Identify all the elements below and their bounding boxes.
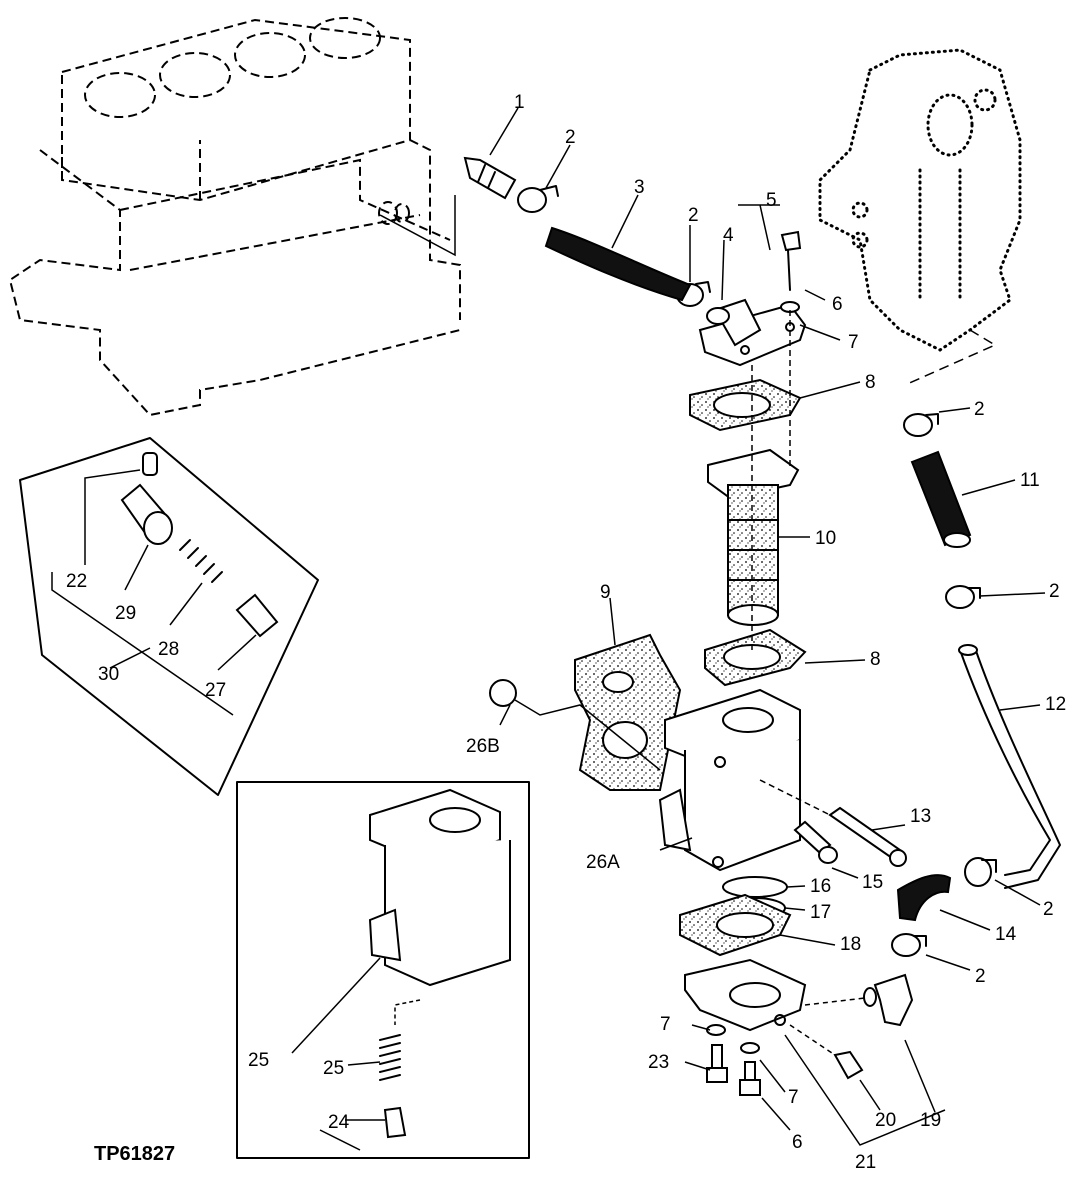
- callout-15: 15: [862, 872, 883, 893]
- valve-sleeve-30[interactable]: [120, 483, 173, 545]
- callout-2b: 2: [688, 205, 699, 226]
- callout-2c: 2: [974, 399, 985, 420]
- callout-13: 13: [910, 806, 931, 827]
- callout-8a: 8: [865, 372, 876, 393]
- callout-26A: 25: [248, 1050, 269, 1071]
- callout-7a: 7: [848, 332, 859, 353]
- callout-25: 25: [323, 1058, 344, 1079]
- callout-23: 23: [648, 1052, 669, 1073]
- callout-28: 27: [205, 680, 226, 701]
- plug-28[interactable]: [235, 593, 279, 638]
- seal-16[interactable]: [722, 876, 788, 898]
- hose-clamp-2d[interactable]: [945, 585, 981, 609]
- cap-screw-23[interactable]: [706, 1044, 728, 1083]
- callout-31: 30: [98, 664, 119, 685]
- spring-25[interactable]: [379, 1034, 401, 1081]
- callout-18: 18: [840, 934, 861, 955]
- callout-19: 19: [920, 1110, 941, 1131]
- callout-16: 16: [810, 876, 831, 897]
- callout-30: 29: [115, 603, 136, 624]
- hose-clamp-2a[interactable]: [517, 185, 559, 213]
- callout-11: 11: [1020, 470, 1040, 491]
- callout-4: 4: [723, 225, 734, 246]
- thermostat-10[interactable]: [707, 448, 800, 626]
- callout-10: 10: [815, 528, 836, 549]
- plug-20[interactable]: [789, 1024, 864, 1080]
- callout-5: 5: [766, 190, 777, 211]
- thermostat-housing-26B[interactable]: [658, 688, 801, 872]
- washer-7c[interactable]: [740, 1042, 760, 1054]
- washer-7b[interactable]: [706, 1024, 726, 1036]
- callout-20: 20: [875, 1110, 896, 1131]
- tube-12[interactable]: [958, 644, 1061, 889]
- figure-id: TP61827: [94, 1143, 175, 1165]
- elbow-cover-21[interactable]: [684, 958, 807, 1032]
- cap-screw-13[interactable]: [759, 779, 907, 867]
- hose-3[interactable]: [544, 226, 692, 302]
- timing-gear-housing-phantom: [818, 48, 1022, 386]
- callout-26B: 26A: [586, 852, 620, 873]
- cap-screw-15[interactable]: [793, 820, 838, 864]
- callout-labels: 1 2 3 2 4 5 6 7 8 2 11 10 2 9 8 12 26B 1…: [66, 92, 1066, 1173]
- callout-2d: 2: [1049, 581, 1060, 602]
- engine-block-phantom: [8, 17, 461, 417]
- callout-21: 21: [855, 1152, 876, 1173]
- callout-24: 24: [328, 1112, 350, 1133]
- cap-screw-6b[interactable]: [739, 1061, 761, 1096]
- elbow-19[interactable]: [804, 973, 914, 1027]
- inset-31-box: [19, 437, 319, 796]
- callout-7b: 7: [660, 1014, 671, 1035]
- callout-7c: 7: [788, 1087, 799, 1108]
- callout-14: 14: [995, 924, 1017, 945]
- callout-3: 3: [634, 177, 645, 198]
- gasket-18[interactable]: [679, 893, 792, 957]
- callout-2f: 2: [975, 966, 986, 987]
- hose-14[interactable]: [896, 874, 952, 922]
- gasket-8b[interactable]: [704, 628, 807, 687]
- callout-9: 9: [600, 582, 611, 603]
- callout-29: 28: [158, 639, 179, 660]
- valve-24[interactable]: [383, 1106, 407, 1139]
- gasket-9[interactable]: [574, 633, 682, 791]
- callout-6b: 6: [792, 1132, 803, 1153]
- callout-27: 26B: [466, 736, 500, 757]
- spring-29[interactable]: [179, 539, 223, 583]
- callout-17: 17: [810, 902, 831, 923]
- hose-clamp-2f[interactable]: [891, 933, 927, 957]
- hose-clamp-2c[interactable]: [903, 413, 939, 437]
- callout-6a: 6: [832, 294, 843, 315]
- callout-2a: 2: [565, 127, 576, 148]
- callout-8b: 8: [870, 649, 881, 670]
- pin-22[interactable]: [142, 452, 158, 476]
- leader-lines: [51, 107, 1046, 1151]
- thermostat-housing-26A[interactable]: [368, 788, 511, 1025]
- callout-2e: 2: [1043, 899, 1054, 920]
- cap-screw-6a[interactable]: [780, 230, 802, 291]
- o-ring-27[interactable]: [489, 679, 661, 771]
- callout-1: 1: [514, 92, 525, 113]
- inset-26A-box: [236, 781, 530, 1159]
- fitting-1[interactable]: [463, 156, 517, 200]
- gasket-8a[interactable]: [689, 378, 802, 432]
- callout-22: 22: [66, 571, 87, 592]
- hose-clamp-2e[interactable]: [964, 857, 997, 887]
- callout-12: 12: [1045, 694, 1066, 715]
- hose-11[interactable]: [910, 450, 972, 548]
